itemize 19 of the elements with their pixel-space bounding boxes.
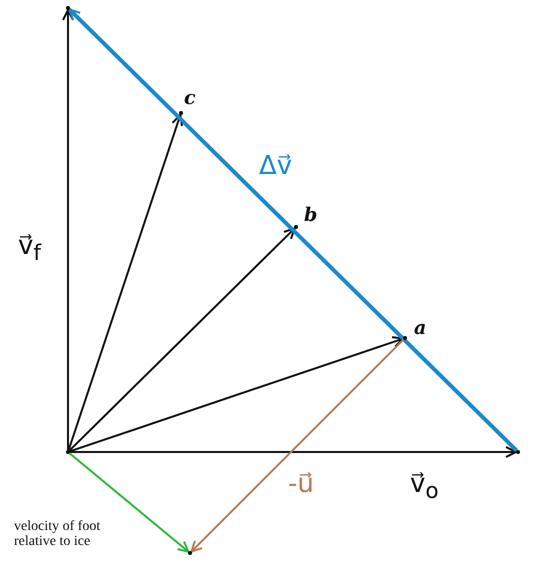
vector-point: [179, 111, 183, 115]
arrow: [70, 446, 517, 458]
arrow: [62, 9, 74, 450]
arrow: [190, 338, 404, 553]
vector-point: [66, 6, 70, 10]
point-label: b: [304, 205, 318, 226]
vector-point: [66, 450, 70, 454]
vector-point: [188, 551, 192, 555]
note-text: velocity of foot relative to ice: [14, 519, 102, 550]
arrow: [68, 227, 296, 452]
vector-point: [403, 336, 407, 340]
arrow: [68, 452, 190, 553]
vector-point: [294, 225, 298, 229]
arrow: [68, 114, 183, 450]
point-label: a: [414, 318, 428, 339]
vector-point: [516, 450, 520, 454]
arrow: [68, 8, 518, 452]
point-label: c: [184, 88, 197, 109]
arrow: [70, 336, 404, 452]
